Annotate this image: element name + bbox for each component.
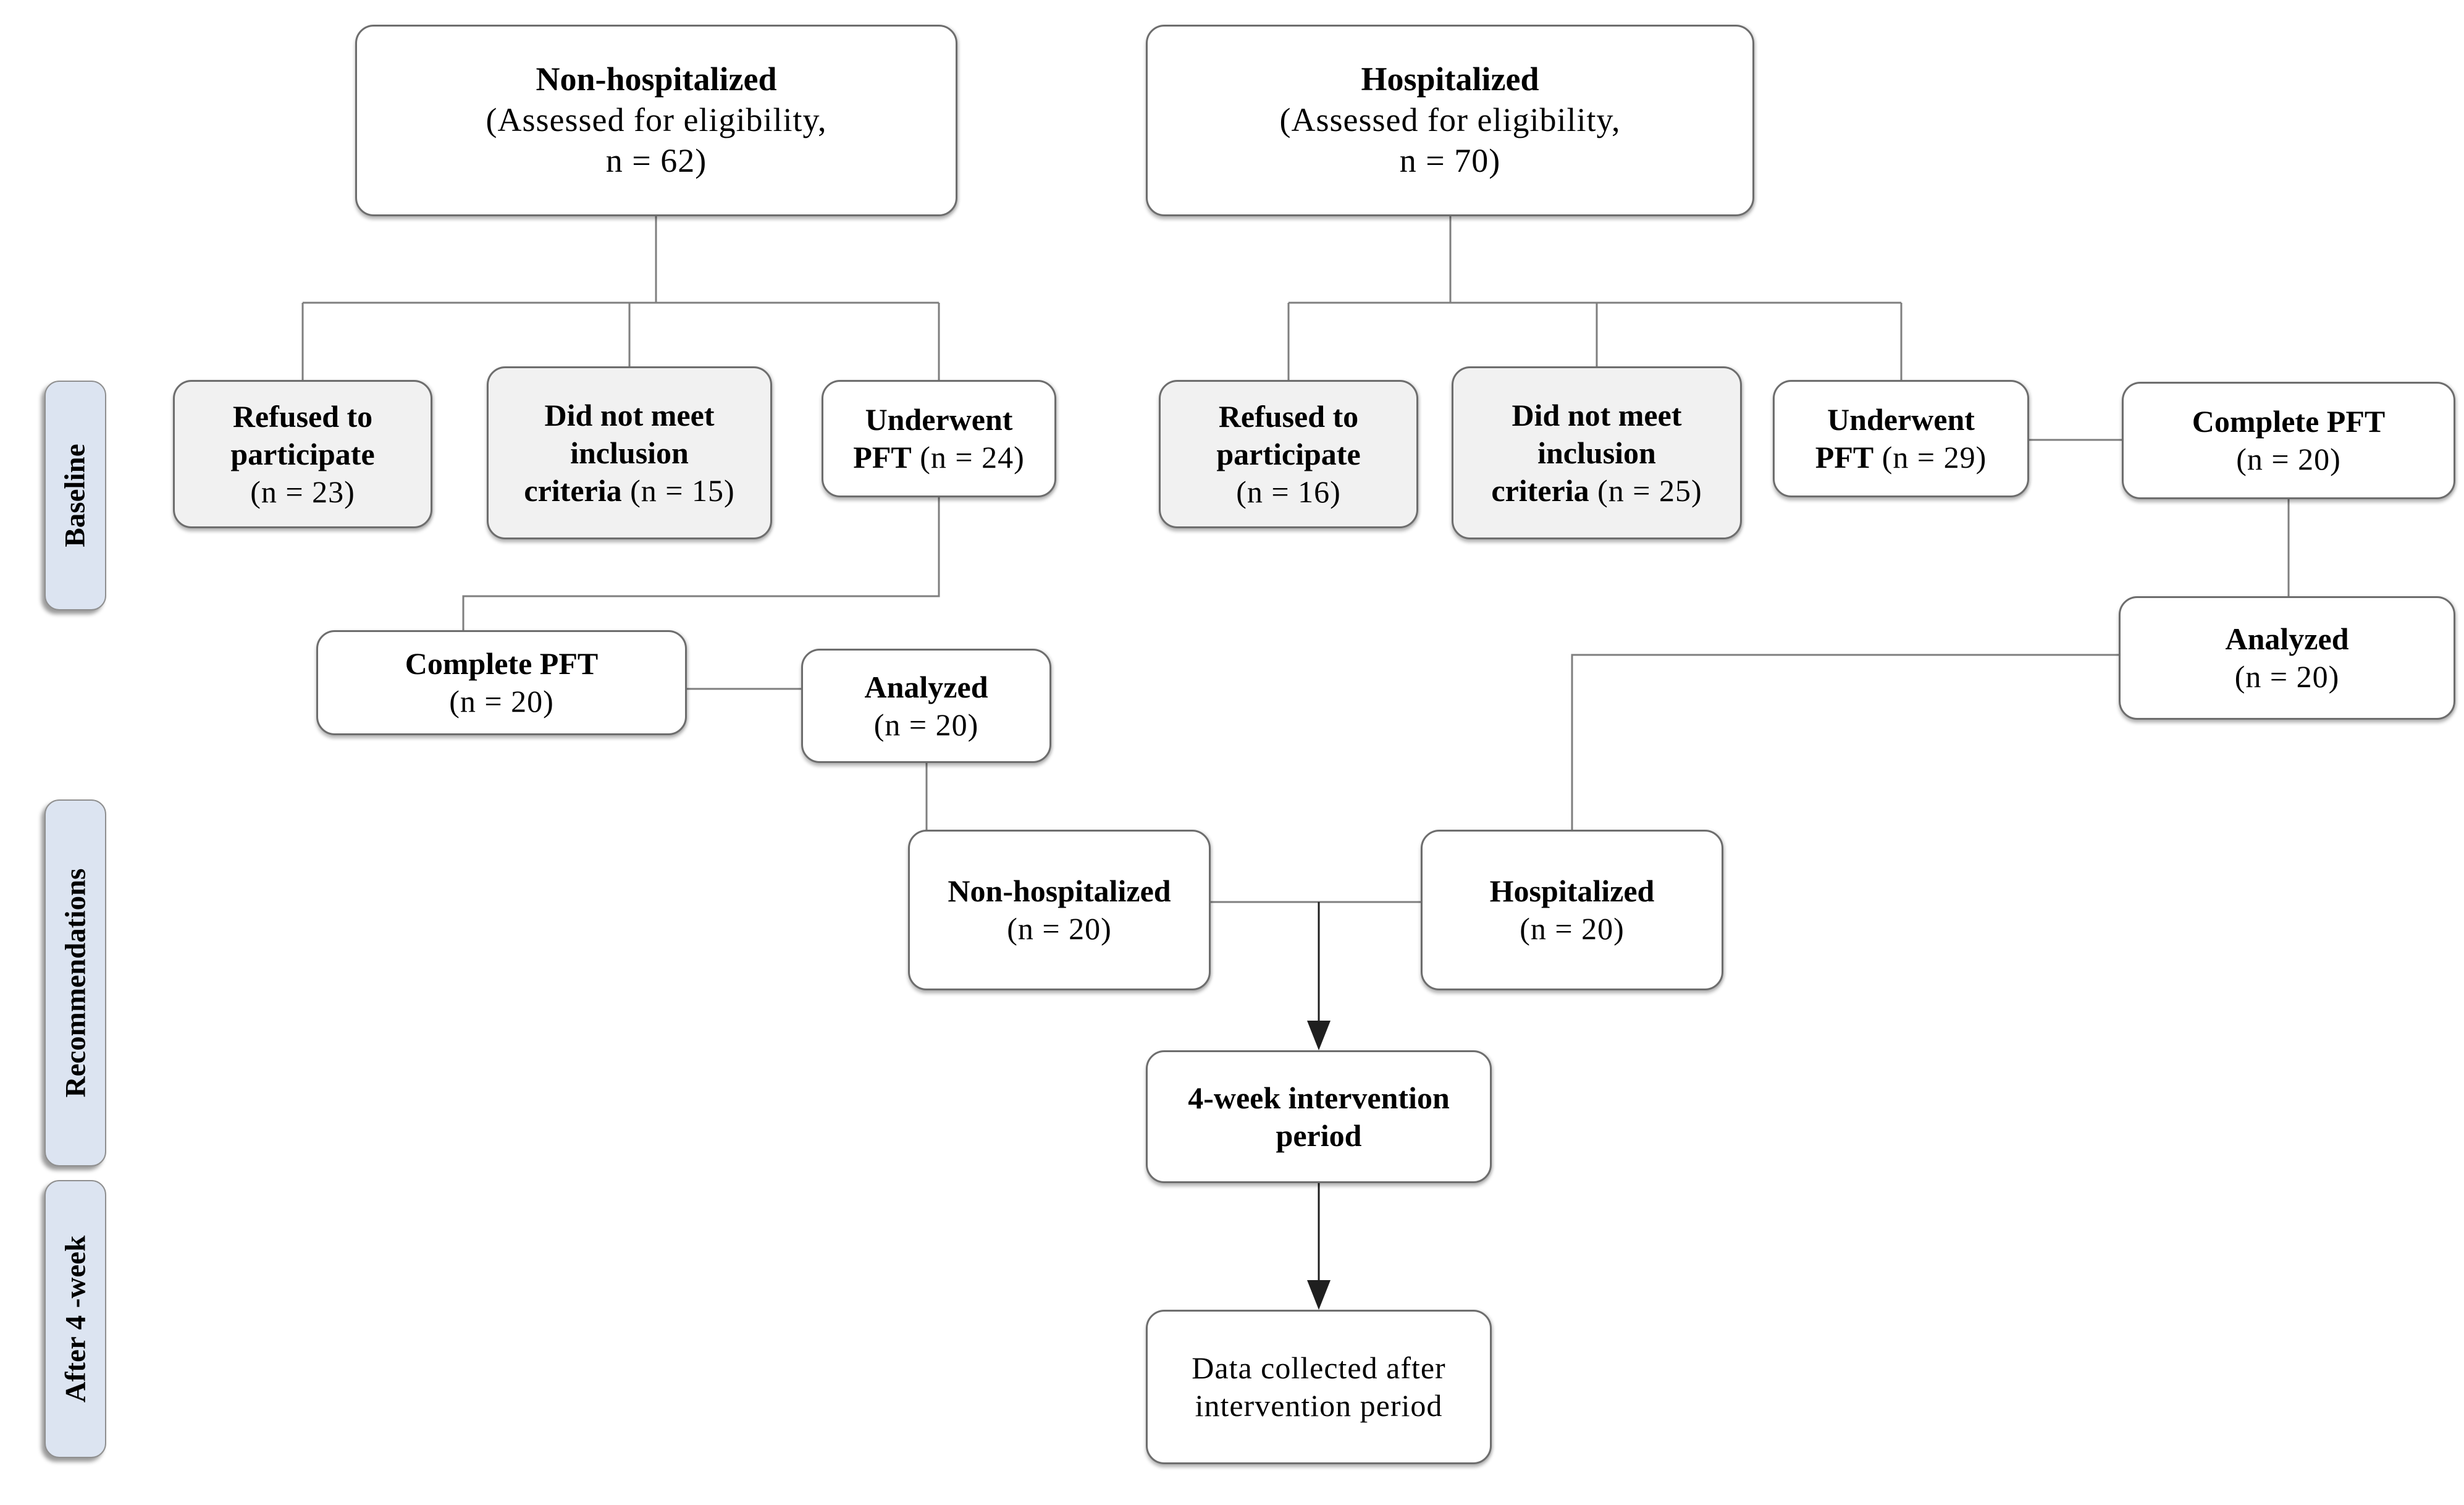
node-hosp-20: Hospitalized(n = 20) [1421, 830, 1723, 990]
node-text-bold: PFT [1815, 440, 1874, 474]
node-text: Complete PFT(n = 20) [405, 645, 598, 720]
node-text-bold: participate [1216, 436, 1361, 471]
node-text-bold: Did not meet [544, 397, 715, 432]
node-text-bold: Complete PFT [2192, 404, 2386, 439]
node-text-bold: Refused to [1218, 398, 1359, 434]
node-text-regular: (n = 20) [449, 684, 554, 719]
node-text-bold: Underwent [1827, 402, 1975, 437]
edge-underwent-to-complete-left [462, 497, 940, 630]
node-text-regular: (n = 24) [911, 440, 1025, 474]
node-nonhosp-analyzed: Analyzed(n = 20) [801, 649, 1051, 763]
arrowhead-icon [1307, 1021, 1331, 1050]
node-text-regular: (Assessed for eligibility, [486, 101, 827, 139]
node-text-regular: (n = 25) [1589, 473, 1702, 508]
edge-analyzed-to-hosp20 [1571, 654, 2119, 830]
node-hosp-analyzed: Analyzed(n = 20) [2119, 596, 2455, 720]
node-text-bold: inclusion [570, 435, 689, 470]
node-text-bold: Refused to [232, 398, 373, 434]
node-text-bold: Hospitalized [1489, 874, 1655, 908]
node-text: Analyzed(n = 20) [865, 668, 988, 744]
node-text-regular: Data collected after [1192, 1351, 1446, 1385]
node-text-bold: Non-hospitalized [536, 61, 777, 98]
node-text-bold: criteria [1491, 473, 1589, 508]
node-nonhosp-20: Non-hospitalized(n = 20) [908, 830, 1211, 990]
node-text-bold: Analyzed [864, 669, 988, 704]
node-text-regular: (n = 20) [873, 707, 979, 742]
side-label-text: After 4 -week [59, 1235, 92, 1403]
node-text-bold: participate [230, 436, 375, 471]
node-text-regular: (Assessed for eligibility, [1279, 101, 1621, 139]
node-text-regular: n = 70) [1399, 141, 1501, 179]
node-text: Non-hospitalized(Assessed for eligibilit… [486, 59, 827, 182]
node-text-regular: intervention period [1195, 1388, 1443, 1423]
node-nonhosp-complete-pft: Complete PFT(n = 20) [316, 630, 687, 735]
node-text-regular: (n = 23) [250, 474, 355, 509]
node-text: Hospitalized(n = 20) [1490, 872, 1655, 948]
node-text-bold: 4-week intervention [1188, 1080, 1450, 1115]
node-text-regular: (n = 20) [2234, 659, 2340, 694]
node-text-bold: PFT [853, 440, 912, 474]
node-text-bold: Analyzed [2225, 622, 2349, 656]
node-text: Non-hospitalized(n = 20) [948, 872, 1171, 948]
arrowhead-icon [1307, 1280, 1331, 1310]
node-text-regular: (n = 20) [2236, 442, 2341, 476]
node-hosp-eligibility: Hospitalized(Assessed for eligibility,n … [1146, 25, 1754, 216]
node-text-bold: Complete PFT [405, 646, 599, 681]
side-label-baseline: Baseline [44, 381, 106, 610]
side-label-text: Baseline [59, 444, 91, 547]
side-label-recommendations: Recommendations [44, 799, 106, 1166]
node-text-regular: n = 62) [605, 141, 707, 179]
node-text-regular: (n = 20) [1520, 911, 1625, 946]
node-text-bold: inclusion [1537, 435, 1656, 470]
node-nonhosp-eligibility: Non-hospitalized(Assessed for eligibilit… [355, 25, 957, 216]
node-text-regular: (n = 16) [1236, 474, 1341, 509]
node-text-bold: Non-hospitalized [948, 874, 1171, 908]
node-text-bold: criteria [524, 473, 622, 508]
node-text-regular: (n = 15) [621, 473, 735, 508]
node-text: Complete PFT(n = 20) [2192, 403, 2385, 478]
node-text-bold: period [1276, 1118, 1362, 1153]
side-label-text: Recommendations [59, 868, 91, 1098]
side-label-after-4-week: After 4 -week [44, 1180, 106, 1458]
node-text-regular: (n = 20) [1007, 911, 1112, 946]
node-text-regular: (n = 29) [1873, 440, 1987, 474]
node-text: Analyzed(n = 20) [2226, 620, 2349, 696]
node-text: Hospitalized(Assessed for eligibility,n … [1280, 59, 1621, 182]
node-hosp-complete-pft: Complete PFT(n = 20) [2122, 382, 2455, 499]
node-text-bold: Underwent [865, 402, 1013, 437]
node-text-bold: Did not meet [1512, 397, 1682, 432]
node-text-bold: Hospitalized [1361, 61, 1539, 98]
